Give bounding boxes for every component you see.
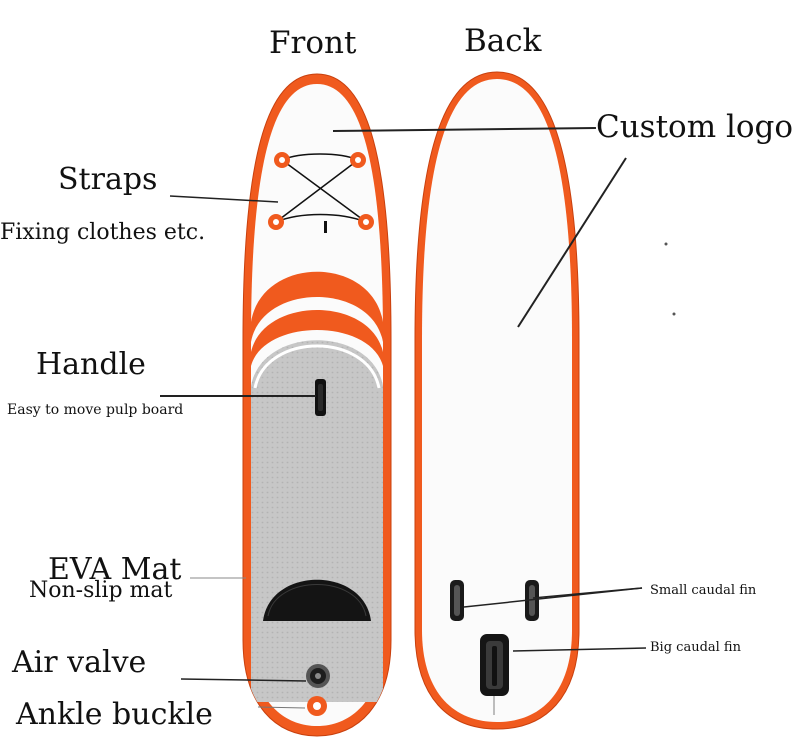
handle-label: Handle: [36, 347, 146, 382]
small-fin-left: [450, 580, 464, 621]
handle-description: Easy to move pulp board: [7, 402, 184, 418]
leader-lines: [160, 127, 647, 709]
front-heading: Front: [269, 25, 357, 61]
eva-mat-description: Non-slip mat: [29, 578, 173, 603]
strap-anchors: [268, 152, 374, 230]
front-board: [242, 73, 392, 737]
small-fin-right: [525, 580, 539, 621]
big-fin-box: [480, 634, 509, 696]
chevron-upper: [251, 271, 383, 342]
back-heading: Back: [464, 23, 542, 59]
eva-mat-label: EVA Mat: [48, 552, 182, 587]
air-valve-label: Air valve: [12, 645, 147, 680]
straps-label: Straps: [58, 162, 158, 197]
air-valve: [306, 664, 330, 688]
small-caudal-fin-label: Small caudal fin: [650, 583, 757, 598]
chevron-lower: [251, 310, 383, 366]
strap-clip: [324, 221, 327, 233]
back-board: [414, 71, 580, 730]
ankle-buckle-label: Ankle buckle: [16, 697, 213, 732]
back-board-bottom: [422, 79, 572, 722]
big-caudal-fin-label: Big caudal fin: [650, 640, 741, 655]
custom-logo-label: Custom logo: [596, 109, 794, 145]
straps-description: Fixing clothes etc.: [0, 220, 206, 245]
ankle-buckle: [307, 696, 327, 716]
